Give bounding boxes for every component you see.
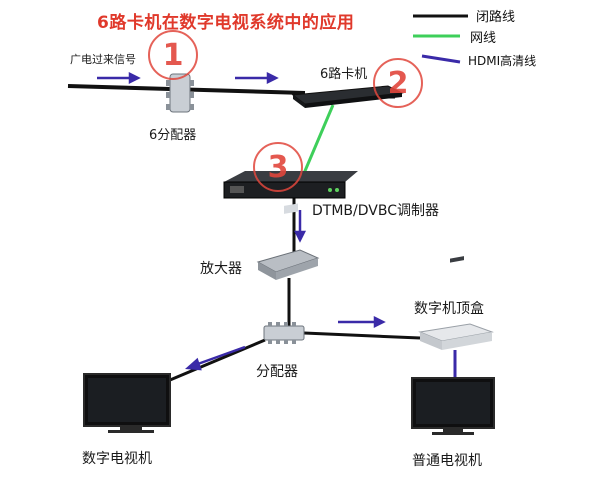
label-amplifier: 放大器 bbox=[200, 261, 242, 277]
legend-label-coax: 闭路线 bbox=[476, 10, 516, 25]
legend-hdmi-line bbox=[421, 54, 461, 64]
label-digital-tv: 数字电视机 bbox=[82, 451, 152, 467]
legend-label-network: 网线 bbox=[470, 31, 497, 46]
amplifier-device bbox=[256, 203, 320, 280]
coax-line-tv bbox=[169, 338, 266, 382]
label-card-machine: 6路卡机 bbox=[320, 67, 368, 82]
normal-tv-device bbox=[411, 377, 495, 435]
marker-1: 1 bbox=[148, 30, 198, 80]
diagram-title: 6路卡机在数字电视系统中的应用 bbox=[97, 13, 355, 33]
legend-label-hdmi: HDMI高清线 bbox=[468, 54, 537, 68]
digital-tv-device bbox=[83, 373, 171, 433]
label-splitter6: 6分配器 bbox=[149, 128, 197, 143]
label-splitter: 分配器 bbox=[256, 364, 298, 380]
label-modulator: DTMB/DVBC调制器 bbox=[312, 203, 439, 219]
flow-arrows bbox=[97, 71, 386, 371]
splitter-device bbox=[263, 322, 305, 344]
label-settop-box: 数字机顶盒 bbox=[414, 301, 484, 317]
settop-box-device bbox=[418, 256, 494, 350]
coax-line-stb bbox=[303, 331, 421, 340]
network-line bbox=[300, 104, 335, 179]
marker-3: 3 bbox=[253, 142, 303, 192]
marker-2: 2 bbox=[373, 58, 423, 108]
label-normal-tv: 普通电视机 bbox=[412, 453, 482, 469]
label-broadcast-signal: 广电过来信号 bbox=[70, 53, 136, 66]
